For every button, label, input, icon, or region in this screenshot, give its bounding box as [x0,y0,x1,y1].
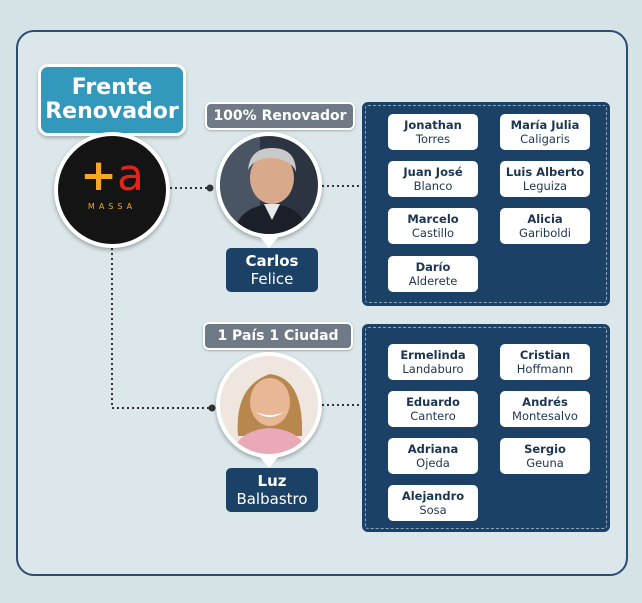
member-first-name: Juan José [403,165,463,179]
member-last-name: Hoffmann [516,362,574,376]
member-last-name: Alderete [408,274,458,288]
member-last-name: Montesalvo [512,409,578,423]
candidate-name-2: Luz Balbastro [226,468,318,512]
party-logo: +a MASSA [54,132,170,248]
member-first-name: María Julia [510,118,580,132]
list-tag-2: 1 País 1 Ciudad [203,322,353,350]
member-first-name: Ermelinda [400,348,466,362]
logo-a: a [116,150,144,201]
logo-mark: +a [58,152,166,200]
member-last-name: Caligaris [520,132,570,146]
member-first-name: Alejandro [401,489,465,503]
member-last-name: Torres [415,132,451,146]
member-last-name: Sosa [419,503,447,517]
party-title: Frente Renovador [38,64,186,136]
candidate-first-name: Carlos [245,252,299,270]
candidate-photo-1 [216,132,322,238]
member-last-name: Geuna [526,456,564,470]
member-first-name: Jonathan [404,118,462,132]
member-first-name: Luis Alberto [505,165,585,179]
member-last-name: Cantero [410,409,456,423]
member-last-name: Castillo [411,226,455,240]
member-last-name: Leguiza [522,179,568,193]
member-last-name: Blanco [413,179,453,193]
party-title-line2: Renovador [45,99,179,124]
candidate-last-name: Balbastro [236,490,308,508]
logo-word: MASSA [87,202,137,211]
connector-dot [206,184,214,192]
member-first-name: Adriana [407,442,459,456]
list-tag-1: 100% Renovador [205,102,355,130]
member-last-name: Landaburo [402,362,464,376]
member-last-name: Gariboldi [519,226,571,240]
candidate-photo-2 [216,352,322,458]
member-first-name: Alicia [527,212,563,226]
party-title-line1: Frente [71,75,153,100]
member-first-name: Andrés [522,395,568,409]
candidate-pin-2 [259,456,279,468]
candidate-name-1: Carlos Felice [226,248,318,292]
candidate-last-name: Felice [250,270,294,288]
member-first-name: Sergio [524,442,566,456]
member-last-name: Ojeda [416,456,450,470]
member-first-name: Eduardo [406,395,460,409]
connector-dot [208,404,216,412]
member-first-name: Cristian [519,348,571,362]
candidate-pin-1 [259,236,279,248]
member-first-name: Marcelo [407,212,459,226]
logo-plus: + [80,150,117,201]
candidate-first-name: Luz [257,472,287,490]
member-first-name: Darío [415,260,451,274]
